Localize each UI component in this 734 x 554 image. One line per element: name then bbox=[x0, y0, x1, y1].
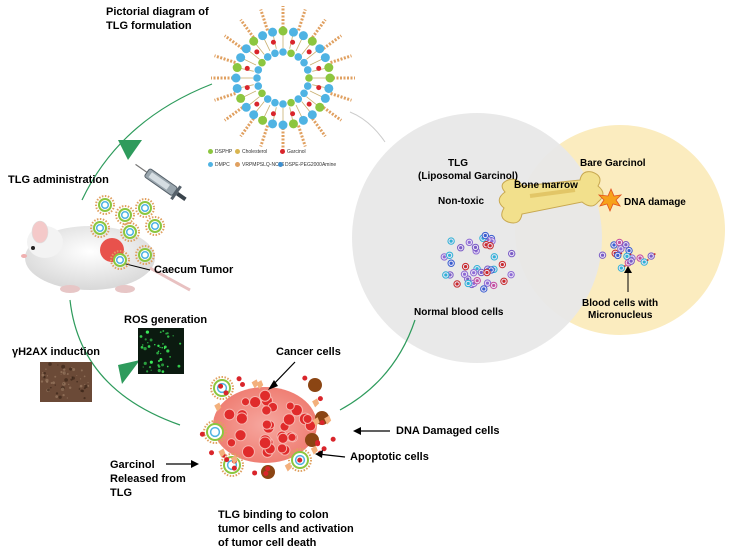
cycle-arrow-head bbox=[118, 360, 140, 384]
normal-blood-cells-label: Normal blood cells bbox=[414, 307, 504, 318]
garcinol-released-line2: Released from bbox=[110, 473, 186, 485]
legend-item: Garcinol bbox=[280, 149, 306, 155]
cycle-arrow-head bbox=[118, 140, 142, 160]
tlg-liposome-icon bbox=[211, 6, 355, 150]
normal-blood-cells-icon bbox=[440, 231, 516, 293]
h2ax-texture bbox=[40, 362, 90, 400]
tumor-cluster-icon bbox=[199, 375, 336, 479]
caecum-tumor-label: Caecum Tumor bbox=[154, 264, 234, 276]
tlg-binding-line3: of tumor cell death bbox=[218, 537, 317, 549]
garcinol-pointer-head bbox=[191, 460, 199, 468]
micronucleus-pointer-head bbox=[624, 266, 632, 273]
liposomal-garcinol-label: (Liposomal Garcinol) bbox=[418, 171, 519, 182]
cycle-arc bbox=[81, 83, 213, 201]
dna-damaged-pointer-head bbox=[353, 427, 361, 435]
apoptotic-pointer bbox=[317, 453, 346, 458]
tlg-circle bbox=[352, 113, 602, 363]
ros-micrograph bbox=[138, 328, 184, 374]
legend-item: DSPHP bbox=[208, 149, 232, 155]
tlg-binding-line1: TLG binding to colon bbox=[218, 509, 329, 521]
legend-item: Cholesterol bbox=[235, 149, 267, 155]
legend-item: VRPMPSLQ-NC36 bbox=[235, 162, 284, 168]
tlg-label: TLG bbox=[448, 158, 468, 169]
h2ax-micrograph bbox=[40, 362, 92, 402]
cycle-arc bbox=[349, 111, 386, 143]
cycle-arc bbox=[339, 319, 416, 411]
pictorial-title-line1: Pictorial diagram of bbox=[106, 6, 209, 18]
cycle-arc bbox=[69, 299, 181, 426]
bone-marrow-label: Bone marrow bbox=[514, 180, 578, 191]
h2ax-induction-label: γH2AX induction bbox=[12, 346, 101, 358]
garcinol-released-line3: TLG bbox=[110, 487, 132, 499]
dna-damaged-cells-label: DNA Damaged cells bbox=[396, 425, 500, 437]
cancer-cells-label: Cancer cells bbox=[276, 346, 341, 358]
cancer-pointer-head bbox=[268, 380, 278, 390]
apoptotic-cells-label: Apoptotic cells bbox=[350, 451, 429, 463]
pictorial-title-line2: TLG formulation bbox=[106, 20, 192, 32]
apoptotic-pointer-head bbox=[315, 450, 323, 458]
non-toxic-label: Non-toxic bbox=[438, 196, 485, 207]
mouse-icon bbox=[21, 220, 191, 293]
dna-damage-label: DNA damage bbox=[624, 197, 686, 208]
micronucleus-line1: Blood cells with bbox=[582, 298, 659, 309]
legend-item: DMPC bbox=[208, 162, 230, 168]
tlg-binding-line2: tumor cells and activation bbox=[218, 523, 354, 535]
syringe-icon bbox=[135, 163, 187, 201]
dna-damage-burst-icon bbox=[597, 187, 623, 213]
bone-marrow-icon bbox=[498, 171, 604, 224]
micronucleus-cells-icon bbox=[598, 238, 656, 272]
legend-item: DSPE-PEG2000Amine bbox=[278, 162, 336, 168]
garcinol-released-line1: Garcinol bbox=[110, 459, 155, 471]
tlg-administration-label: TLG administration bbox=[8, 174, 109, 186]
ros-green-dots bbox=[139, 330, 182, 373]
micronucleus-line2: Micronucleus bbox=[588, 310, 653, 321]
ros-generation-label: ROS generation bbox=[124, 314, 208, 326]
bare-garcinol-label: Bare Garcinol bbox=[580, 158, 646, 169]
liposome-cluster-icon bbox=[90, 195, 165, 270]
